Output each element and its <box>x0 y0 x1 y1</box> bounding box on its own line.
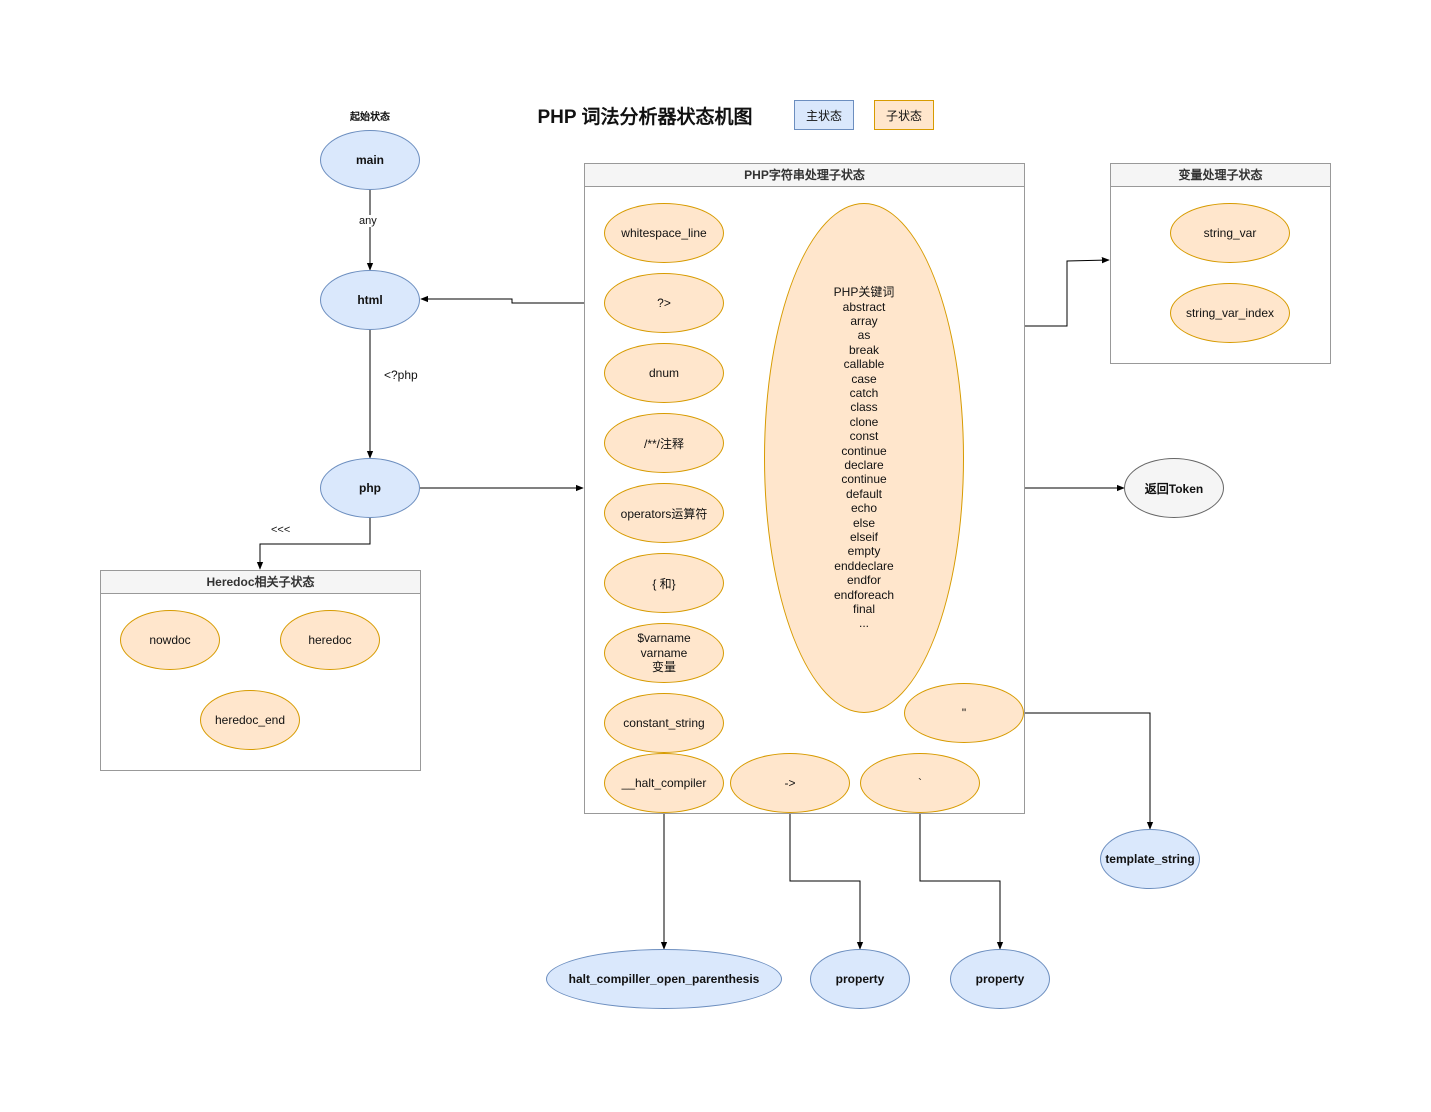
state-halt-compiler: __halt_compiler <box>604 753 724 813</box>
state-heredoc-end: heredoc_end <box>200 690 300 750</box>
keyword-item: const <box>849 429 879 444</box>
keyword-item: enddeclare <box>834 558 894 573</box>
keyword-item: as <box>857 328 871 343</box>
state-nowdoc: nowdoc <box>120 610 220 670</box>
keyword-item: catch <box>849 385 879 400</box>
state-halt-open-paren: halt_compiller_open_parenthesis <box>546 949 782 1009</box>
state-main: main <box>320 130 420 190</box>
keyword-item: final <box>852 602 875 617</box>
keyword-item: array <box>850 313 878 328</box>
keyword-item: continue <box>841 443 887 458</box>
state-comment: /**/注释 <box>604 413 724 473</box>
legend-main-state: 主状态 <box>794 100 854 130</box>
keyword-item: default <box>845 486 883 501</box>
state-property-1: property <box>810 949 910 1009</box>
edge-label-php-open: <?php <box>384 368 418 382</box>
keyword-item: elseif <box>849 530 878 545</box>
keyword-item: class <box>850 400 878 415</box>
keyword-item: abstract <box>842 299 886 314</box>
diagram-title: PHP 词法分析器状态机图 <box>537 107 753 128</box>
edge-strings-var <box>1025 256 1110 327</box>
state-property-2: property <box>950 949 1050 1009</box>
state-constant-string: constant_string <box>604 693 724 753</box>
state-braces: { 和} <box>604 553 724 613</box>
keyword-item: PHP关键词 <box>833 285 895 300</box>
legend-sub-state: 子状态 <box>874 100 934 130</box>
state-object-operator: -> <box>730 753 850 813</box>
heredoc-group-title: Heredoc相关子状态 <box>101 571 420 594</box>
state-dnum: dnum <box>604 343 724 403</box>
keyword-item: continue <box>841 472 887 487</box>
keyword-item: break <box>848 342 880 357</box>
state-template-string: template_string <box>1100 829 1200 889</box>
string-group-title: PHP字符串处理子状态 <box>585 164 1024 187</box>
edge-backtick-property <box>919 813 1004 950</box>
state-backtick: ` <box>860 753 980 813</box>
start-state-label: 起始状态 <box>350 112 390 123</box>
keyword-item: echo <box>850 501 878 516</box>
state-close-tag: ?> <box>604 273 724 333</box>
state-heredoc: heredoc <box>280 610 380 670</box>
keyword-item: empty <box>847 544 881 559</box>
return-token-node: 返回Token <box>1124 458 1224 518</box>
state-string-var-index: string_var_index <box>1170 283 1290 343</box>
edge-arrow-property <box>789 813 864 950</box>
keyword-item: case <box>851 371 877 386</box>
state-php: php <box>320 458 420 518</box>
state-whitespace-line: whitespace_line <box>604 203 724 263</box>
keyword-item: endforeach <box>833 587 895 602</box>
edge-close-tag-html <box>420 295 604 304</box>
var-group-title: 变量处理子状态 <box>1111 164 1330 187</box>
edge-quote-template <box>1025 712 1154 830</box>
state-double-quote: " <box>904 683 1024 743</box>
keyword-item: else <box>852 515 875 530</box>
edge-label-heredoc: <<< <box>271 524 291 536</box>
keyword-item: callable <box>843 357 885 372</box>
state-html: html <box>320 270 420 330</box>
keyword-item: declare <box>844 458 884 472</box>
edge-label-any: any <box>359 215 377 227</box>
state-operators: operators运算符 <box>604 483 724 543</box>
keyword-item: clone <box>849 414 879 429</box>
state-varname: $varname varname 变量 <box>604 623 724 683</box>
state-string-var: string_var <box>1170 203 1290 263</box>
keyword-item: ... <box>858 616 869 631</box>
keyword-item: endfor <box>846 573 882 588</box>
